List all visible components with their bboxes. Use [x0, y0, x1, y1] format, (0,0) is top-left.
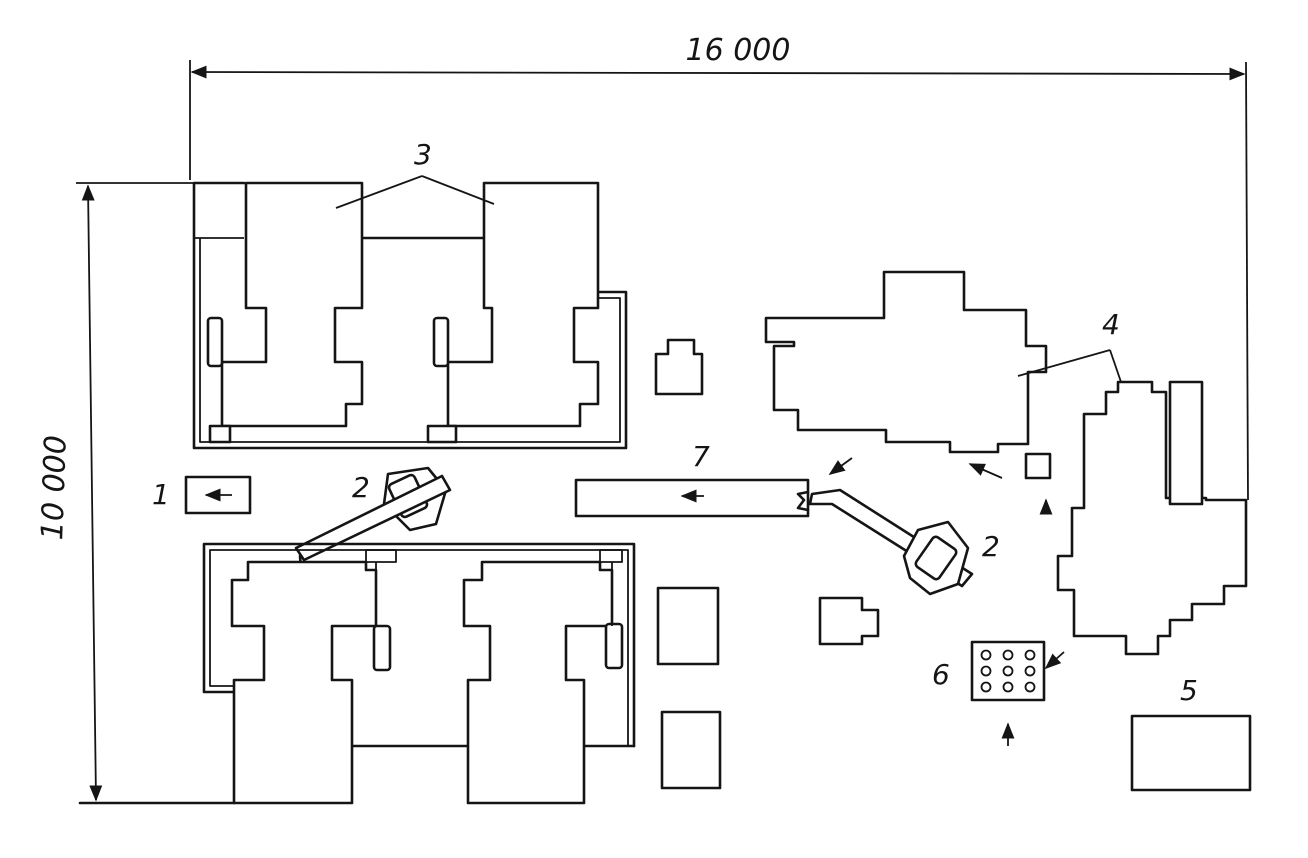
cabinet-middle-upper [656, 586, 720, 666]
label-6: 6 [932, 658, 950, 691]
machine-group-lower [202, 542, 636, 805]
machining-center-4: 4 [764, 270, 1133, 479]
conveyor-7: 7 [574, 440, 810, 518]
item-1-pallet: 1 [152, 475, 252, 515]
magazine-holes [980, 649, 1036, 693]
height-dimension: 10 000 [35, 182, 245, 805]
magazine-hole [1024, 681, 1036, 693]
small-unit-middle [818, 596, 880, 646]
magazine-hole [1024, 649, 1036, 661]
robot-right-2: 2 [808, 457, 1000, 596]
label-1: 1 [152, 478, 170, 511]
width-dimension: 16 000 [189, 33, 1249, 501]
width-dimension-label: 16 000 [686, 33, 791, 68]
robot-left-2: 2 [292, 466, 452, 596]
magazine-hole [980, 665, 992, 677]
storage-5: 5 [1130, 674, 1252, 792]
height-dimension-label: 10 000 [35, 435, 74, 541]
magazine-hole [1002, 681, 1014, 693]
magazine-hole [1024, 665, 1036, 677]
label-4: 4 [1102, 308, 1120, 341]
cabinet-middle-lower [660, 710, 722, 790]
magazine-hole [1002, 649, 1014, 661]
small-sensor-box [1024, 452, 1052, 480]
label-5: 5 [1180, 674, 1198, 707]
magazine-hole [980, 681, 992, 693]
label-3: 3 [414, 138, 432, 171]
machine-group-3: 3 [192, 138, 628, 450]
small-unit-top [654, 338, 704, 396]
label-2-right: 2 [982, 530, 1000, 563]
tool-magazine-6: 6 [932, 640, 1065, 746]
magazine-hole [980, 649, 992, 661]
magazine-hole [1002, 665, 1014, 677]
machining-center-4-second [1056, 380, 1248, 656]
label-2-left: 2 [352, 471, 370, 504]
label-7: 7 [692, 440, 710, 473]
